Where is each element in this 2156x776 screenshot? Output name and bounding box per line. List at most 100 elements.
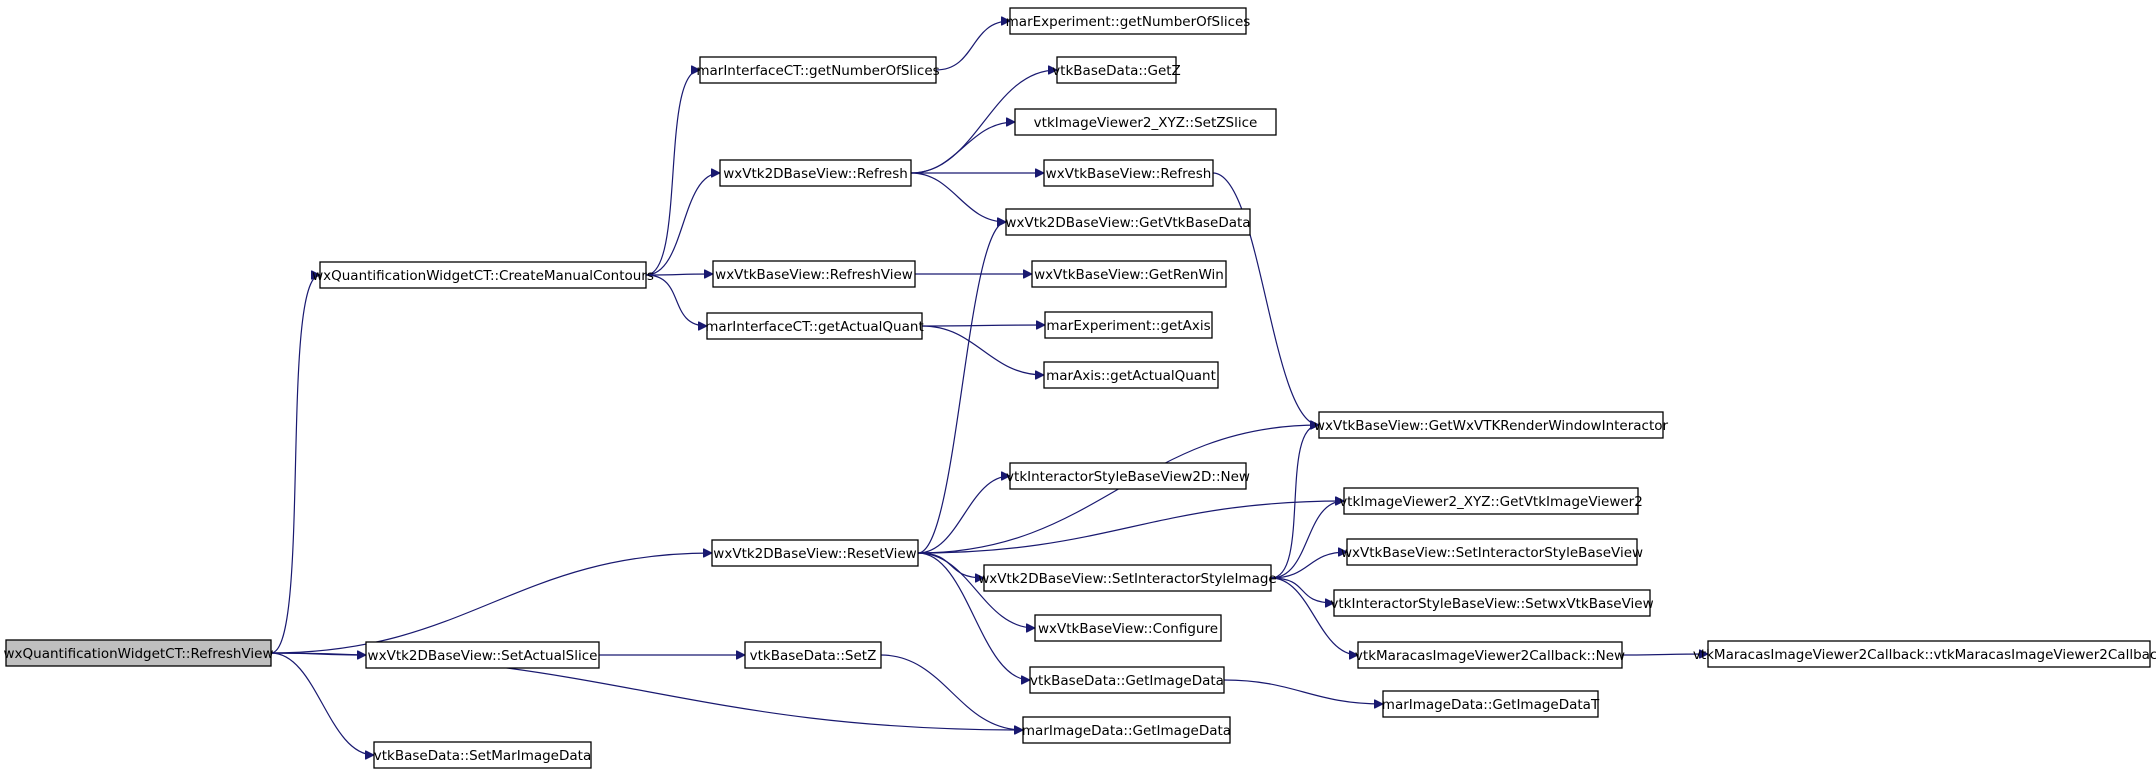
- node-box[interactable]: [1357, 641, 1623, 669]
- node-vtkbasedata-setmarimagedata[interactable]: vtkBaseData::SetMarImageData: [373, 741, 592, 769]
- node-label: wxQuantificationWidgetCT::RefreshView: [4, 646, 274, 662]
- node-box[interactable]: [1382, 690, 1599, 718]
- node-box[interactable]: [712, 260, 916, 288]
- node-box[interactable]: [1318, 411, 1664, 439]
- node-vtkbasedata-setz[interactable]: vtkBaseData::SetZ: [744, 641, 882, 669]
- node-label: vtkBaseData::GetImageData: [1030, 673, 1224, 689]
- node-box[interactable]: [373, 741, 592, 769]
- node-label: wxVtkBaseView::GetWxVTKRenderWindowInter…: [1314, 418, 1669, 434]
- node-wxquantificationwidgetct-refreshview[interactable]: wxQuantificationWidgetCT::RefreshView: [4, 639, 274, 667]
- node-box[interactable]: [1044, 311, 1213, 339]
- node-wxvtkbaseview-refresh[interactable]: wxVtkBaseView::Refresh: [1043, 159, 1214, 187]
- node-vtkinteractorstylebaseview2d-new[interactable]: vtkInteractorStyleBaseView2D::New: [1006, 462, 1250, 490]
- node-box[interactable]: [1009, 462, 1247, 490]
- node-label: wxQuantificationWidgetCT::CreateManualCo…: [312, 268, 654, 284]
- node-box[interactable]: [1707, 640, 2151, 668]
- node-label: wxVtk2DBaseView::SetActualSlice: [368, 648, 598, 664]
- node-maraxis-getactualquant[interactable]: marAxis::getActualQuant: [1043, 361, 1219, 389]
- node-wxvtk2dbaseview-setactualslice[interactable]: wxVtk2DBaseView::SetActualSlice: [365, 641, 600, 669]
- edge-n7-to-n12: [910, 122, 1015, 174]
- node-box[interactable]: [711, 539, 919, 567]
- node-box[interactable]: [5, 639, 272, 667]
- node-vtkimageviewer2-xyz-getvtkimageviewer2[interactable]: vtkImageViewer2_XYZ::GetVtkImageViewer2: [1339, 487, 1643, 515]
- node-wxvtk2dbaseview-refresh[interactable]: wxVtk2DBaseView::Refresh: [719, 159, 912, 187]
- edge-n21-to-n25: [1270, 577, 1358, 655]
- node-label: marImageData::GetImageData: [1022, 723, 1231, 739]
- edge-n6-to-n10: [935, 21, 1010, 71]
- node-box[interactable]: [719, 159, 912, 187]
- node-box[interactable]: [983, 564, 1272, 592]
- node-box[interactable]: [1009, 7, 1247, 35]
- edge-n1-to-n8: [645, 274, 713, 275]
- edges-layer: [270, 21, 1708, 755]
- node-box[interactable]: [1333, 589, 1651, 617]
- node-box[interactable]: [1029, 666, 1225, 694]
- edge-n2-to-n19: [917, 476, 1010, 554]
- node-box[interactable]: [319, 261, 647, 289]
- node-box[interactable]: [706, 312, 923, 340]
- node-box[interactable]: [1022, 716, 1231, 744]
- node-box[interactable]: [365, 641, 600, 669]
- node-label: wxVtkBaseView::RefreshView: [715, 267, 913, 283]
- node-box[interactable]: [1343, 487, 1639, 515]
- edge-n27-to-n28: [1223, 679, 1383, 704]
- edge-n2-to-n20: [917, 501, 1344, 554]
- edge-n2-to-n24: [917, 552, 1035, 628]
- node-box[interactable]: [744, 641, 882, 669]
- node-vtkmaracasimageviewer2callback-vtkmaracasimageviewer2callback[interactable]: vtkMaracasImageViewer2Callback::vtkMarac…: [1693, 640, 2156, 668]
- edge-n9-to-n16: [921, 325, 1045, 326]
- node-marimagedata-getimagedata[interactable]: marImageData::GetImageData: [1022, 716, 1231, 744]
- node-label: marExperiment::getAxis: [1046, 318, 1210, 334]
- node-box[interactable]: [699, 56, 937, 84]
- node-marexperiment-getnumberofslices[interactable]: marExperiment::getNumberOfSlices: [1006, 7, 1251, 35]
- nodes-layer: wxQuantificationWidgetCT::RefreshView wxQ…: [4, 7, 2156, 769]
- node-wxvtkbaseview-getrenwin[interactable]: wxVtkBaseView::GetRenWin: [1031, 260, 1227, 288]
- node-vtkmaracasimageviewer2callback-new[interactable]: vtkMaracasImageViewer2Callback::New: [1355, 641, 1625, 669]
- node-label: wxVtk2DBaseView::SetInteractorStyleImage: [978, 571, 1276, 587]
- node-box[interactable]: [1346, 538, 1638, 566]
- node-marimagedata-getimagedatat[interactable]: marImageData::GetImageDataT: [1382, 690, 1600, 718]
- node-vtkinteractorstylebaseview-setwxvtkbaseview[interactable]: vtkInteractorStyleBaseView::SetwxVtkBase…: [1330, 589, 1654, 617]
- node-box[interactable]: [1034, 614, 1222, 642]
- node-label: marImageData::GetImageDataT: [1382, 697, 1600, 713]
- node-label: marInterfaceCT::getActualQuant: [705, 319, 923, 335]
- node-wxvtk2dbaseview-getvtkbasedata[interactable]: wxVtk2DBaseView::GetVtkBaseData: [1005, 208, 1251, 236]
- node-label: vtkBaseData::SetMarImageData: [374, 748, 591, 764]
- node-label: vtkImageViewer2_XYZ::SetZSlice: [1034, 115, 1258, 131]
- node-marexperiment-getaxis[interactable]: marExperiment::getAxis: [1044, 311, 1213, 339]
- edge-n0-to-n2: [270, 553, 712, 654]
- node-label: vtkInteractorStyleBaseView::SetwxVtkBase…: [1330, 596, 1653, 612]
- node-label: wxVtkBaseView::GetRenWin: [1034, 267, 1224, 283]
- node-wxvtkbaseview-configure[interactable]: wxVtkBaseView::Configure: [1034, 614, 1222, 642]
- node-wxvtkbaseview-setinteractorstylebaseview[interactable]: wxVtkBaseView::SetInteractorStyleBaseVie…: [1341, 538, 1643, 566]
- node-wxquantificationwidgetct-createmanualcontours[interactable]: wxQuantificationWidgetCT::CreateManualCo…: [312, 261, 654, 289]
- node-label: vtkMaracasImageViewer2Callback::vtkMarac…: [1693, 647, 2156, 663]
- node-wxvtk2dbaseview-setinteractorstyleimage[interactable]: wxVtk2DBaseView::SetInteractorStyleImage: [978, 564, 1277, 592]
- edge-n1-to-n6: [645, 70, 701, 276]
- node-label: wxVtkBaseView::Configure: [1038, 621, 1218, 637]
- node-box[interactable]: [1031, 260, 1227, 288]
- edge-n1-to-n7: [645, 173, 720, 276]
- node-label: marExperiment::getNumberOfSlices: [1006, 14, 1251, 30]
- node-box[interactable]: [1014, 108, 1277, 136]
- node-vtkbasedata-getimagedata[interactable]: vtkBaseData::GetImageData: [1029, 666, 1225, 694]
- node-marinterfacect-getnumberofslices[interactable]: marInterfaceCT::getNumberOfSlices: [696, 56, 940, 84]
- edge-n0-to-n1: [270, 275, 321, 654]
- node-label: vtkInteractorStyleBaseView2D::New: [1006, 469, 1250, 485]
- node-label: wxVtk2DBaseView::ResetView: [713, 546, 916, 562]
- node-label: vtkImageViewer2_XYZ::GetVtkImageViewer2: [1339, 494, 1643, 510]
- node-wxvtkbaseview-refreshview[interactable]: wxVtkBaseView::RefreshView: [712, 260, 916, 288]
- edge-n13-to-n18: [1212, 172, 1319, 425]
- node-wxvtk2dbaseview-resetview[interactable]: wxVtk2DBaseView::ResetView: [711, 539, 919, 567]
- node-wxvtkbaseview-getwxvtkrenderwindowinteractor[interactable]: wxVtkBaseView::GetWxVTKRenderWindowInter…: [1314, 411, 1669, 439]
- node-box[interactable]: [1043, 361, 1219, 389]
- node-box[interactable]: [1043, 159, 1214, 187]
- node-marinterfacect-getactualquant[interactable]: marInterfaceCT::getActualQuant: [705, 312, 924, 340]
- node-label: marInterfaceCT::getNumberOfSlices: [696, 63, 939, 79]
- node-label: vtkBaseData::SetZ: [750, 648, 877, 664]
- node-label: wxVtk2DBaseView::Refresh: [723, 166, 908, 182]
- node-box[interactable]: [1056, 56, 1177, 84]
- node-box[interactable]: [1005, 208, 1251, 236]
- node-vtkbasedata-getz[interactable]: vtkBaseData::GetZ: [1052, 56, 1181, 84]
- node-vtkimageviewer2-xyz-setzslice[interactable]: vtkImageViewer2_XYZ::SetZSlice: [1014, 108, 1277, 136]
